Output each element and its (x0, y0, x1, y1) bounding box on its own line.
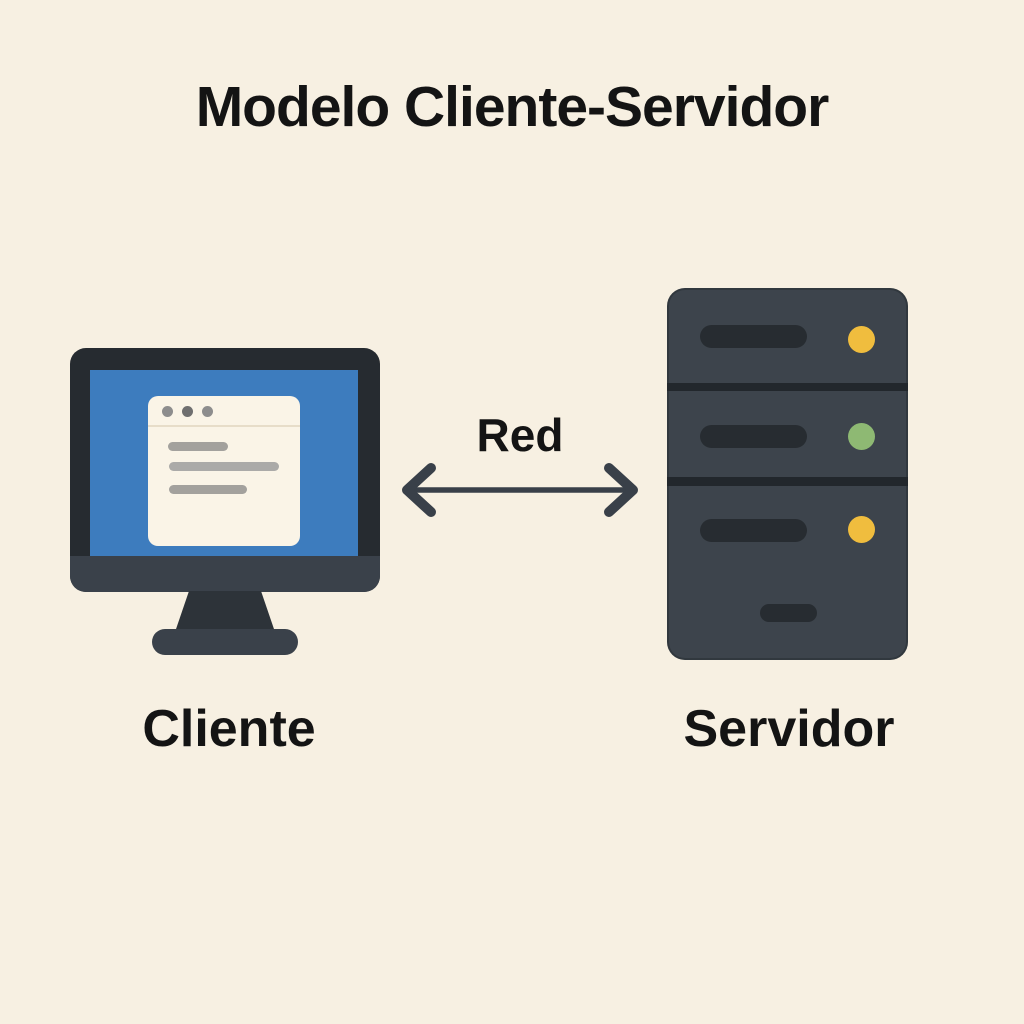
client-label: Cliente (142, 700, 316, 758)
monitor-stand (175, 591, 275, 632)
status-led (848, 423, 875, 450)
window-dot-icon (162, 406, 173, 417)
server-drive-slot (700, 519, 807, 542)
text-line-placeholder (169, 462, 279, 471)
text-line-placeholder (168, 442, 228, 451)
diagram-title: Modelo Cliente-Servidor (195, 75, 830, 139)
status-led (848, 326, 875, 353)
browser-window-icon (148, 396, 300, 546)
window-dot-icon (182, 406, 193, 417)
server-rack-divider (667, 477, 908, 486)
monitor-chin (70, 556, 380, 592)
server-rack-divider (667, 383, 908, 391)
window-dot-icon (202, 406, 213, 417)
status-led (848, 516, 875, 543)
text-line-placeholder (169, 485, 247, 494)
server-drive-slot (700, 425, 807, 448)
server-vent-slot (760, 604, 817, 622)
network-label: Red (476, 409, 564, 461)
server-label: Servidor (683, 700, 895, 758)
monitor-base (152, 629, 298, 655)
double-headed-arrow-icon (402, 463, 638, 517)
server-drive-slot (700, 325, 807, 348)
browser-window-titlebar (148, 396, 300, 427)
